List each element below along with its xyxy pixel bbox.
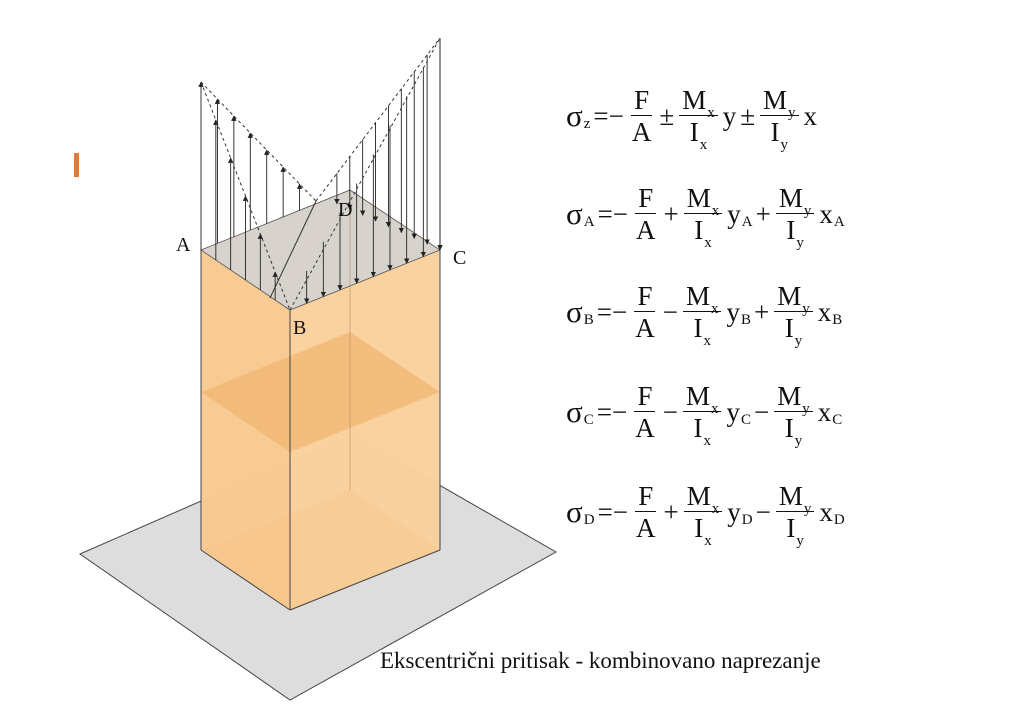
fraction: F A <box>635 480 657 543</box>
stress-envelope <box>200 37 441 311</box>
column-front-right-face <box>290 250 440 610</box>
label-c: C <box>453 247 466 269</box>
fraction: My Iy <box>760 85 799 153</box>
fraction: F A <box>634 280 656 343</box>
fraction: Mx Ix <box>683 183 723 251</box>
fraction: F A <box>635 182 657 245</box>
fraction: Mx Ix <box>683 481 723 549</box>
accent-bar <box>74 153 79 177</box>
fraction: My Iy <box>774 381 813 449</box>
fraction: Mx Ix <box>682 281 722 349</box>
label-b: B <box>293 317 306 339</box>
fraction: F A <box>631 84 653 147</box>
label-a: A <box>176 234 191 256</box>
section-plane <box>201 332 440 452</box>
column-edges <box>200 190 441 611</box>
fraction: F A <box>634 380 656 443</box>
fraction: My Iy <box>775 481 815 549</box>
label-d: D <box>338 199 352 221</box>
stress-arrows <box>198 38 443 304</box>
fraction: Mx Ix <box>682 381 722 449</box>
caption: Ekscentrični pritisak - kombinovano napr… <box>380 648 821 673</box>
fraction: Mx Ix <box>679 85 718 153</box>
column-front-left-face <box>201 250 290 610</box>
fraction: My Iy <box>774 281 813 349</box>
neutral-axis <box>269 200 317 299</box>
fraction: My Iy <box>775 183 815 251</box>
